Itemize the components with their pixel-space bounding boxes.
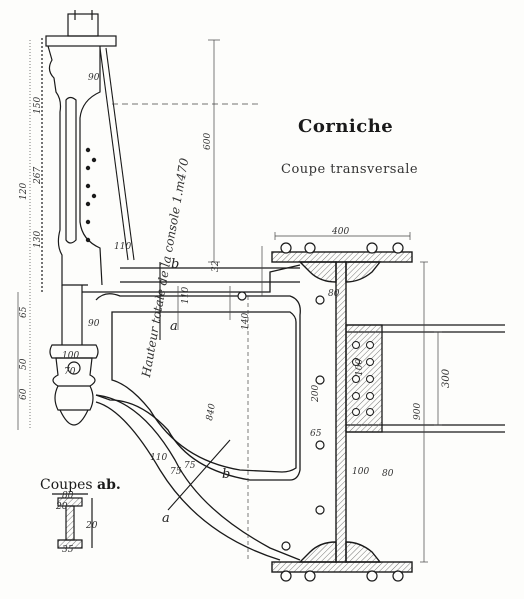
dim-label: 80 — [382, 469, 394, 479]
section-mark-b-bottom: b — [222, 467, 231, 482]
section-mark-b-top: b — [171, 257, 180, 272]
drawing-title: Corniche — [298, 116, 394, 137]
dim-label: 400 — [332, 227, 350, 237]
dim-label: 90 — [88, 73, 100, 83]
dim-label: 200 — [311, 384, 321, 402]
dim-label: 50 — [19, 358, 29, 370]
floor-girder — [345, 324, 505, 433]
dim-label: 600 — [203, 132, 213, 150]
girder-rivets — [352, 341, 374, 416]
pendant-ornament — [49, 285, 99, 426]
console-bracket — [82, 264, 301, 561]
dim-label: 20 — [56, 502, 68, 512]
dim-label: 75 — [184, 461, 196, 471]
facade-rivets — [85, 147, 97, 243]
section-lines — [159, 262, 231, 511]
dim-label: 300 — [441, 368, 452, 388]
dim-label: 20 — [86, 521, 98, 531]
dim-label: 110 — [150, 453, 168, 463]
dim-label: 130 — [33, 230, 43, 248]
section-name: ab. — [97, 477, 121, 493]
dim-label: 150 — [33, 96, 43, 114]
dim-label: 267 — [33, 166, 43, 184]
steel-i-beam — [271, 251, 413, 573]
section-prefix: Coupes — [40, 477, 93, 493]
dim-label: 80 — [328, 289, 340, 299]
section-mark-a-bottom: a — [162, 511, 170, 526]
dim-label: 110 — [181, 286, 191, 304]
dim-label: 70 — [64, 367, 76, 377]
dim-label: 60 — [19, 388, 29, 400]
dim-label: 110 — [114, 242, 132, 252]
dim-label: 32 — [211, 260, 221, 272]
dim-label: 140 — [241, 312, 251, 330]
dim-label: 75 — [170, 467, 182, 477]
section-ab-title: Coupes ab. — [40, 477, 121, 493]
dim-label: 35 — [62, 545, 74, 555]
section-ab-profile — [52, 493, 93, 549]
dim-label: 80 — [62, 491, 74, 501]
dim-label: 100 — [62, 351, 80, 361]
dim-label: 90 — [88, 319, 100, 329]
cornice-facade-profile — [41, 10, 117, 292]
dim-label: 900 — [413, 402, 423, 420]
drawing-subtitle: Coupe transversale — [281, 162, 419, 177]
dim-label: 65 — [19, 306, 29, 318]
section-mark-a-top: a — [170, 319, 178, 334]
dim-label: 120 — [19, 182, 29, 200]
dim-label: 100 — [355, 358, 365, 376]
dim-label: 65 — [310, 429, 322, 439]
diagonal-strut — [99, 47, 135, 261]
dimension-lines — [17, 39, 442, 563]
flange-rivets — [237, 242, 404, 582]
dim-label: 100 — [352, 467, 370, 477]
